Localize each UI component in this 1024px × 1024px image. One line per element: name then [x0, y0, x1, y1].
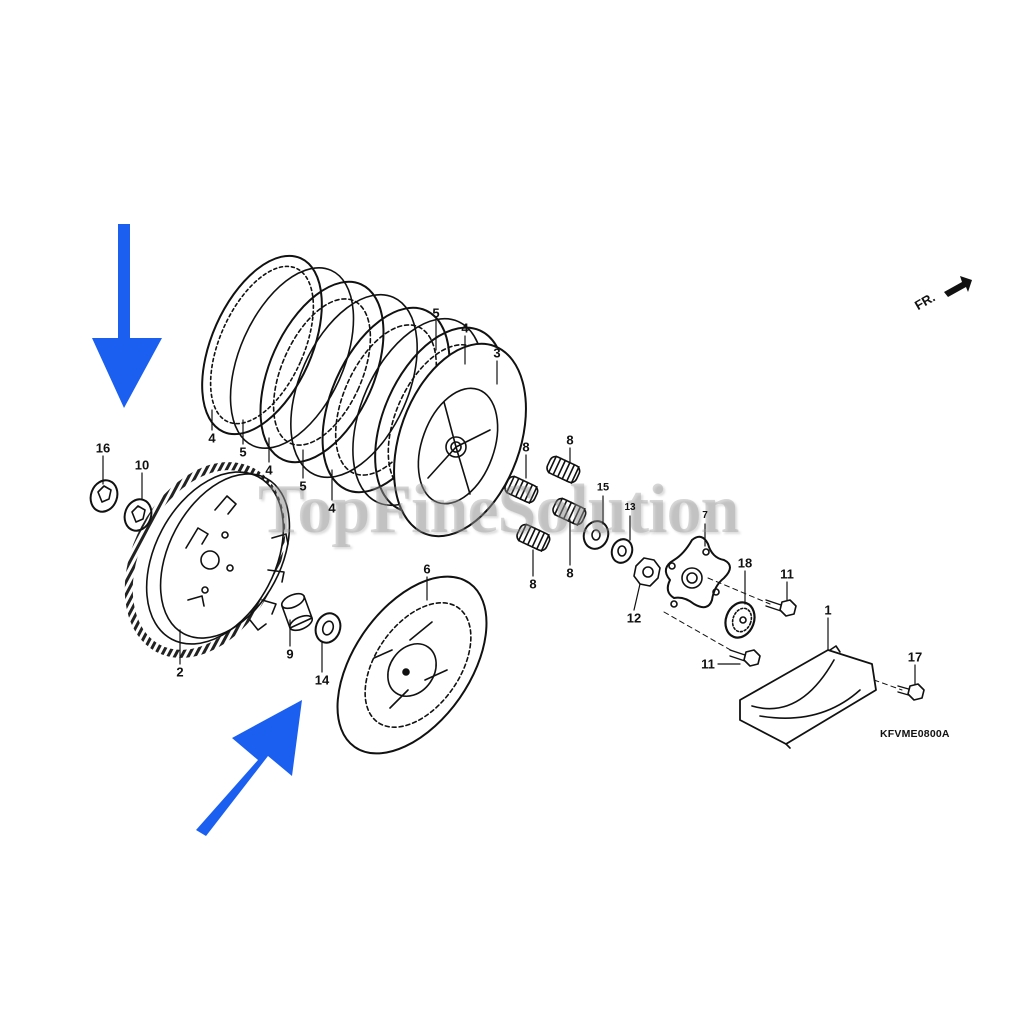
down-arrow-icon — [92, 224, 162, 408]
front-direction-arrow — [944, 276, 972, 297]
bolt-17 — [897, 683, 925, 701]
leader-lines — [102, 320, 916, 685]
callout-4: 4 — [208, 430, 216, 446]
callout-11: 11 — [701, 656, 715, 672]
callout-8: 8 — [522, 439, 530, 455]
callout-1: 1 — [824, 602, 832, 618]
bolt-11-lower — [663, 611, 761, 667]
nut-12 — [633, 557, 661, 587]
washer-13 — [610, 538, 634, 564]
callout-8: 8 — [529, 576, 537, 592]
callout-8: 8 — [566, 565, 574, 581]
callout-12: 12 — [626, 610, 642, 626]
clutch-springs — [504, 455, 587, 552]
washer-16 — [89, 479, 119, 513]
callout-18: 18 — [737, 555, 753, 571]
callout-17: 17 — [907, 649, 923, 665]
callout-2: 2 — [176, 664, 184, 680]
washer-15-hole — [591, 529, 601, 541]
callout-4: 4 — [328, 500, 336, 516]
callout-9: 9 — [286, 646, 294, 662]
callout-5: 5 — [432, 305, 440, 321]
callout-16: 16 — [95, 440, 111, 456]
callout-14: 14 — [314, 672, 330, 688]
bearing — [724, 601, 756, 639]
thrust-washer — [314, 612, 342, 644]
callout-5: 5 — [239, 444, 247, 460]
clutch-center — [336, 575, 488, 755]
cover — [739, 645, 903, 749]
callout-4: 4 — [265, 462, 273, 478]
callout-11: 11 — [780, 566, 794, 582]
clutch-outer — [124, 462, 291, 658]
callout-8: 8 — [566, 432, 574, 448]
callout-4: 4 — [461, 320, 469, 336]
callout-7: 7 — [702, 510, 708, 521]
callout-6: 6 — [423, 561, 431, 577]
pressure-plate — [393, 342, 527, 538]
washer-10 — [123, 498, 153, 532]
washer-15 — [582, 520, 610, 550]
lifter-plate — [664, 535, 731, 609]
callout-15: 15 — [596, 481, 610, 494]
washer-13-hole — [617, 545, 627, 557]
callout-13: 13 — [624, 502, 636, 513]
bolt-11-upper — [707, 577, 797, 617]
callout-10: 10 — [134, 457, 150, 473]
callout-3: 3 — [493, 345, 501, 361]
up-right-arrow-icon — [196, 700, 302, 836]
callout-5: 5 — [299, 478, 307, 494]
figure-code: KFVME0800A — [880, 728, 950, 740]
watermark: TopFineSolution — [258, 471, 739, 548]
collar — [280, 592, 314, 632]
